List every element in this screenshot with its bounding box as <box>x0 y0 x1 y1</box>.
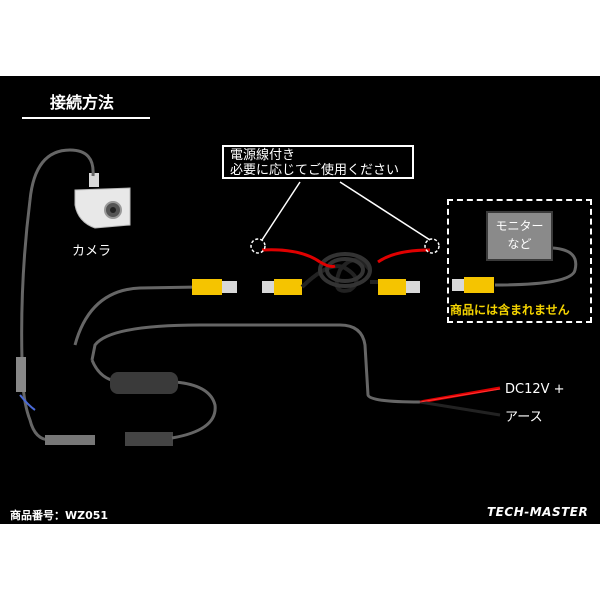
monitor-box: モニター など <box>486 211 553 261</box>
title-underline <box>22 117 150 119</box>
rca-connector-monitor <box>452 277 494 293</box>
not-included-note: 商品には含まれません <box>450 303 570 317</box>
callout-pointer-right <box>339 181 431 241</box>
cable-joint <box>16 357 26 392</box>
power-lead-callout: 電源線付き 必要に応じてご使用ください <box>222 145 414 179</box>
callout-line-2: 必要に応じてご使用ください <box>230 163 400 178</box>
inline-module <box>110 372 178 394</box>
product-number: 商品番号：WZ051 <box>10 509 109 522</box>
monitor-label-line-1: モニター <box>495 219 544 233</box>
callout-pointer-left <box>261 181 301 241</box>
small-connector-left <box>45 435 95 445</box>
brand-logo: TECH-MASTER <box>487 505 589 519</box>
dc12v-label: DC12V + <box>505 382 565 397</box>
rca-extension-cable <box>261 248 431 295</box>
rca-connector-camera <box>192 279 237 295</box>
callout-line-1: 電源線付き <box>230 148 296 163</box>
camera-cable <box>20 148 95 442</box>
camera-icon <box>74 173 131 229</box>
monitor-label-line-2: など <box>507 237 532 251</box>
video-cable-camera <box>73 285 201 346</box>
camera-label: カメラ <box>72 244 112 259</box>
monitor-cable <box>494 246 578 287</box>
ground-label: アース <box>505 410 543 425</box>
not-included-frame <box>447 199 592 323</box>
loop-wire <box>19 394 36 411</box>
small-connector-right <box>125 432 173 446</box>
black-wire <box>419 400 501 417</box>
page-title: 接続方法 <box>50 93 115 112</box>
power-cable <box>90 323 421 404</box>
